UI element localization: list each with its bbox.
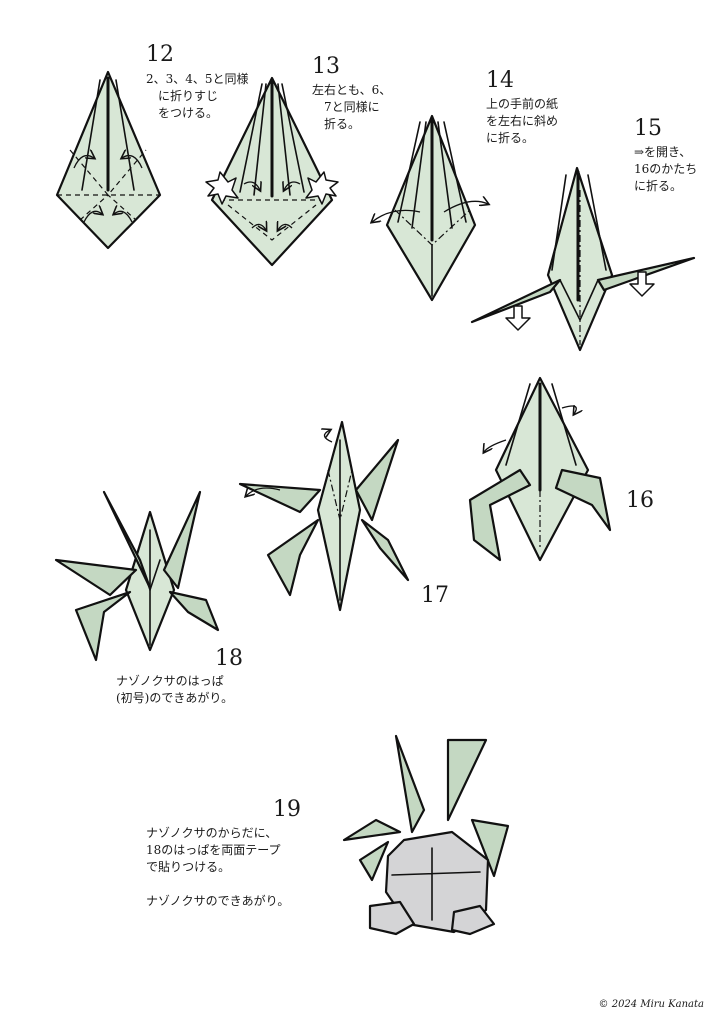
step-15-figure xyxy=(470,166,696,352)
step-14-line-3: に折る。 xyxy=(486,131,535,145)
step-15-instructions: ⇒を開き、 16のかたち に折る。 xyxy=(634,144,697,195)
step-12-number: 12 xyxy=(146,42,174,67)
step-13-instructions: 左右とも、6、 7と同様に 折る。 xyxy=(312,82,391,133)
step-12-figure xyxy=(55,70,162,250)
step-15-line-1: ⇒を開き、 xyxy=(634,145,692,159)
step-15-number: 15 xyxy=(634,116,662,141)
step-15-line-2: 16のかたち xyxy=(634,162,698,176)
step-13-line-1: 左右とも、6、 xyxy=(312,83,392,97)
step-12-line-2: に折りすじ xyxy=(158,89,219,103)
step-19-figure xyxy=(342,734,510,936)
step-18-figure xyxy=(54,490,220,662)
step-12-instructions: 2、3、4、5と同様 に折りすじ をつける。 xyxy=(146,71,249,122)
step-17-number: 17 xyxy=(421,583,449,608)
step-13-line-2: 7と同様に xyxy=(324,100,380,114)
step-14-line-1: 上の手前の紙 xyxy=(486,97,559,111)
step-16-number: 16 xyxy=(626,488,654,513)
step-18-number: 18 xyxy=(215,646,243,671)
step-14-line-2: を左右に斜め xyxy=(486,114,559,128)
step-19-line-3: で貼りつける。 xyxy=(146,860,231,874)
step-13-number: 13 xyxy=(312,54,340,79)
step-19-number: 19 xyxy=(273,797,301,822)
step-12-line-1: 2、3、4、5と同様 xyxy=(146,72,249,86)
step-18-instructions: ナゾノクサのはっぱ (初号)のできあがり。 xyxy=(116,673,233,707)
step-19-instructions: ナゾノクサのからだに、 18のはっぱを両面テープ で貼りつける。 ナゾノクサので… xyxy=(146,825,289,910)
step-13-figure xyxy=(205,76,339,267)
step-15-line-3: に折る。 xyxy=(634,179,683,193)
step-19-line-4 xyxy=(146,876,289,893)
step-17-figure xyxy=(238,420,410,612)
step-12-line-3: をつける。 xyxy=(158,106,219,120)
step-18-line-2: (初号)のできあがり。 xyxy=(116,691,234,705)
step-19-line-1: ナゾノクサのからだに、 xyxy=(146,826,278,840)
step-14-instructions: 上の手前の紙 を左右に斜め に折る。 xyxy=(486,96,558,147)
step-19-line-5: ナゾノクサのできあがり。 xyxy=(146,894,290,908)
step-19-line-2: 18のはっぱを両面テープ xyxy=(146,843,281,857)
step-13-line-3: 折る。 xyxy=(324,117,361,131)
copyright-credit: © 2024 Miru Kanata xyxy=(598,999,704,1010)
step-14-figure xyxy=(372,114,488,302)
step-14-number: 14 xyxy=(486,68,514,93)
step-16-figure xyxy=(468,376,612,562)
step-18-line-1: ナゾノクサのはっぱ xyxy=(116,674,224,688)
